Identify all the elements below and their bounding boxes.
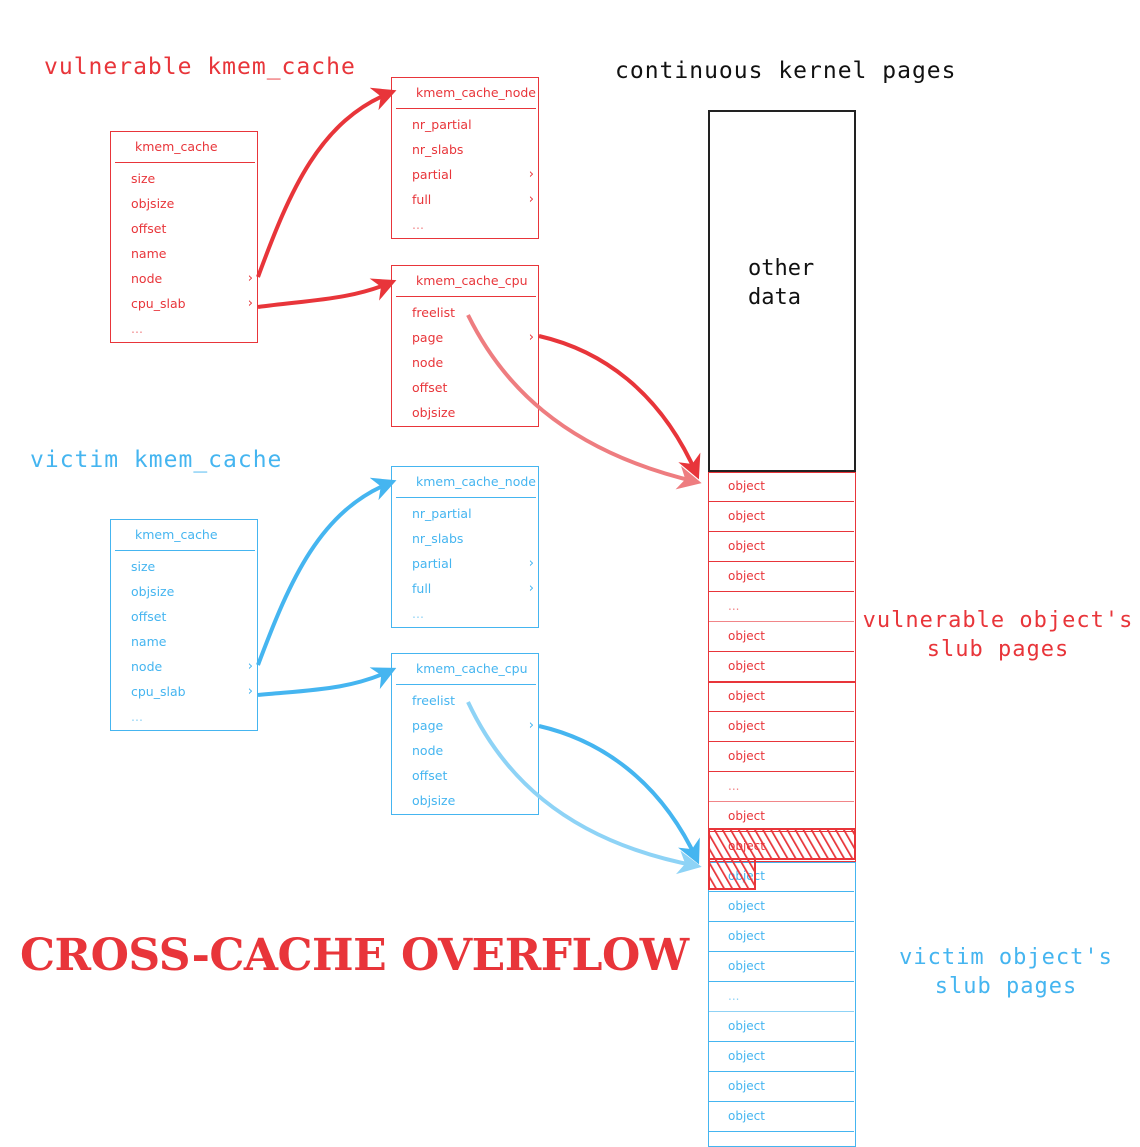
field-offset: offset [131, 609, 167, 624]
object-slot: object [708, 472, 854, 502]
object-slot: object [708, 892, 854, 922]
field-nr-partial: nr_partial [412, 117, 472, 132]
overflow-hatch-victim [709, 859, 755, 889]
field-node: node [412, 743, 444, 758]
object-slot: object [708, 922, 854, 952]
other-data-block: other data [708, 110, 856, 472]
field-partial: partial› [392, 551, 538, 576]
object-slot: object [708, 1042, 854, 1072]
field-nr-slabs: nr_slabs [412, 142, 464, 157]
overflow-hatch-vulnerable [709, 829, 855, 859]
chevron-right-icon: › [247, 271, 253, 286]
field-page: page› [392, 325, 538, 350]
chevron-right-icon: › [247, 684, 253, 699]
field-ellipsis: ... [412, 606, 424, 621]
chevron-right-icon: › [528, 581, 534, 596]
field-name: name [131, 246, 167, 261]
chevron-right-icon: › [247, 296, 253, 311]
chevron-right-icon: › [528, 192, 534, 207]
cpu-slab-pointer-arrow-red [257, 278, 397, 309]
object-slot: object [708, 742, 854, 772]
field-node: node [412, 355, 444, 370]
field-offset: offset [131, 221, 167, 236]
freelist-pointer-arrow-blue [466, 701, 702, 875]
overflowed-victim-object-outline [708, 858, 756, 890]
struct-title: kmem_cache_node [396, 78, 536, 109]
field-objsize: objsize [131, 584, 175, 599]
chevron-right-icon: › [528, 556, 534, 571]
field-cpu-slab: cpu_slab› [111, 291, 257, 316]
node-pointer-arrow-red [256, 87, 397, 278]
object-slot-ellipsis: ... [708, 982, 854, 1012]
page-pointer-arrow-red [538, 334, 701, 480]
node-pointer-arrow-blue [256, 477, 397, 666]
other-data-label-line1: other [748, 256, 815, 281]
object-slot: object [708, 1012, 854, 1042]
field-full: full› [392, 576, 538, 601]
victim-slub-pages-label: victim object's slub pages [899, 945, 1113, 999]
field-partial: partial› [392, 162, 538, 187]
struct-title: kmem_cache [115, 520, 255, 551]
object-slot: object [708, 1102, 854, 1132]
field-freelist: freelist [412, 693, 456, 708]
struct-title: kmem_cache_cpu [396, 266, 536, 297]
object-slot: object [708, 532, 854, 562]
victim-kmem-cache-cpu-struct: kmem_cache_cpu freelist page› node offse… [391, 653, 539, 815]
object-slot: object [708, 682, 854, 712]
object-slot: object [708, 562, 854, 592]
field-nr-partial: nr_partial [412, 506, 472, 521]
freelist-pointer-arrow-red [466, 314, 702, 490]
field-objsize: objsize [412, 405, 456, 420]
vulnerable-kmem-cache-node-struct: kmem_cache_node nr_partial nr_slabs part… [391, 77, 539, 239]
field-offset: offset [412, 768, 448, 783]
object-slot: object [708, 952, 854, 982]
object-slot: object [708, 1072, 854, 1102]
object-slot: object [708, 622, 854, 652]
field-full: full› [392, 187, 538, 212]
field-ellipsis: ... [131, 321, 143, 336]
struct-title: kmem_cache_cpu [396, 654, 536, 685]
field-offset: offset [412, 380, 448, 395]
field-node: node› [111, 266, 257, 291]
field-size: size [131, 171, 156, 186]
cross-cache-overflow-title: CROSS-CACHE OVERFLOW [20, 930, 689, 981]
victim-kmem-cache-heading: victim kmem_cache [30, 447, 283, 473]
object-slot: object [708, 712, 854, 742]
other-data-label-line2: data [748, 285, 801, 310]
field-freelist: freelist [412, 305, 456, 320]
overflowing-object-outline [708, 828, 856, 860]
page-pointer-arrow-blue [538, 724, 700, 865]
victim-kmem-cache-struct: kmem_cache size objsize offset name node… [110, 519, 258, 731]
field-objsize: objsize [412, 793, 456, 808]
vulnerable-kmem-cache-heading: vulnerable kmem_cache [44, 54, 356, 80]
field-page: page› [392, 713, 538, 738]
vulnerable-kmem-cache-struct: kmem_cache size objsize offset name node… [110, 131, 258, 343]
chevron-right-icon: › [528, 718, 534, 733]
field-nr-slabs: nr_slabs [412, 531, 464, 546]
chevron-right-icon: › [247, 659, 253, 674]
field-name: name [131, 634, 167, 649]
object-slot-ellipsis: ... [708, 592, 854, 622]
object-slot: object [708, 502, 854, 532]
field-ellipsis: ... [131, 709, 143, 724]
field-cpu-slab: cpu_slab› [111, 679, 257, 704]
struct-title: kmem_cache [115, 132, 255, 163]
vulnerable-slub-pages-label: vulnerable object's slub pages [862, 608, 1134, 662]
object-slot-ellipsis: ... [708, 772, 854, 802]
struct-title: kmem_cache_node [396, 467, 536, 498]
chevron-right-icon: › [528, 167, 534, 182]
victim-kmem-cache-node-struct: kmem_cache_node nr_partial nr_slabs part… [391, 466, 539, 628]
field-ellipsis: ... [412, 217, 424, 232]
field-size: size [131, 559, 156, 574]
chevron-right-icon: › [528, 330, 534, 345]
field-node: node› [111, 654, 257, 679]
cpu-slab-pointer-arrow-blue [257, 667, 397, 697]
vulnerable-kmem-cache-cpu-struct: kmem_cache_cpu freelist page› node offse… [391, 265, 539, 427]
continuous-kernel-pages-heading: continuous kernel pages [615, 58, 957, 84]
field-objsize: objsize [131, 196, 175, 211]
